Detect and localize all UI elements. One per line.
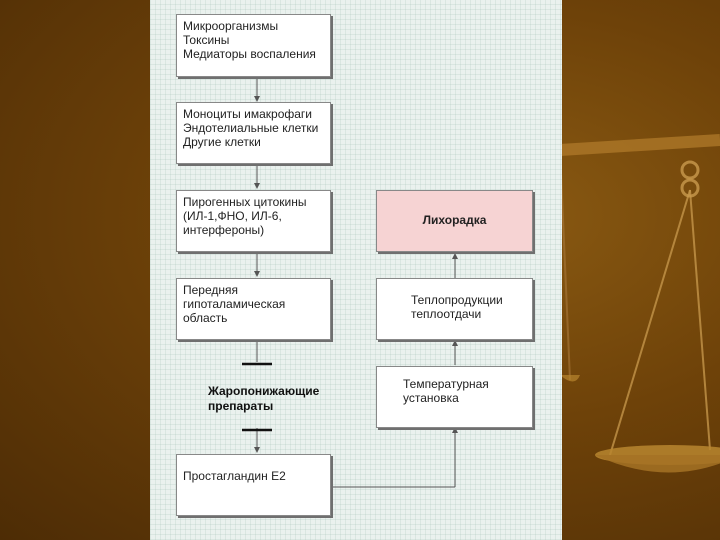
monocytes-box: Моноциты имакрофаги Эндотелиальные клетк… <box>176 102 331 164</box>
diagram-panel: Микроорганизмы Токсины Медиаторы воспале… <box>150 0 562 540</box>
microorganisms-box: Микроорганизмы Токсины Медиаторы воспале… <box>176 14 331 77</box>
monocytes-line-2: Эндотелиальные клетки <box>183 121 319 135</box>
antipyretics-line-1: Жаропонижающие <box>208 384 320 398</box>
cytokines-line-3: интерфероны) <box>183 223 265 237</box>
antipyretics-line-2: препараты <box>208 399 274 413</box>
setpoint-box: Температурная установка <box>376 366 533 428</box>
cytokines-line-1: Пирогенных цитокины <box>183 195 307 209</box>
monocytes-line-1: Моноциты имакрофаги <box>183 107 312 121</box>
prostaglandin-line-1: Простагландин Е2 <box>183 469 286 483</box>
hypothalamus-line-2: гипоталамическая <box>183 297 286 311</box>
prostaglandin-box: Простагландин Е2 <box>176 454 331 516</box>
hypothalamus-box: Передняя гипоталамическая область <box>176 278 331 340</box>
cytokines-box: Пирогенных цитокины (ИЛ-1,ФНО, ИЛ-6, инт… <box>176 190 331 252</box>
fever-label: Лихорадка <box>422 213 487 227</box>
setpoint-line-2: установка <box>403 391 459 405</box>
antipyretics-label: Жаропонижающие препараты <box>208 384 319 414</box>
heat-balance-line-2: теплоотдачи <box>411 307 482 321</box>
cytokines-line-2: (ИЛ-1,ФНО, ИЛ-6, <box>183 209 282 223</box>
scales-of-justice-decoration <box>559 134 720 473</box>
setpoint-line-1: Температурная <box>403 377 489 391</box>
monocytes-line-3: Другие клетки <box>183 135 261 149</box>
heat-balance-line-1: Теплопродукции <box>411 293 503 307</box>
hypothalamus-line-1: Передняя <box>183 283 239 297</box>
microorganisms-line-1: Микроорганизмы <box>183 19 279 33</box>
microorganisms-line-2: Токсины <box>183 33 230 47</box>
heat-balance-box: Теплопродукции теплоотдачи <box>376 278 533 340</box>
diagram-connectors <box>242 77 458 488</box>
fever-box: Лихорадка <box>376 190 533 252</box>
hypothalamus-line-3: область <box>183 311 228 325</box>
microorganisms-line-3: Медиаторы воспаления <box>183 47 316 61</box>
